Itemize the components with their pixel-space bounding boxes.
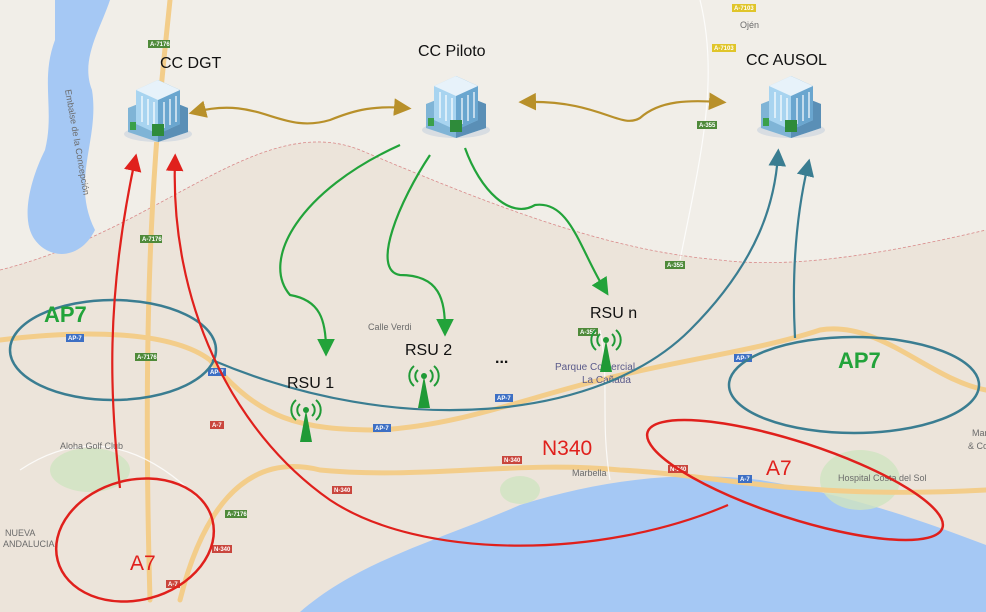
- rsu-2: RSU 2: [405, 342, 452, 409]
- svg-text:ANDALUCIA: ANDALUCIA: [3, 539, 55, 549]
- reservoir: [27, 0, 110, 254]
- svg-text:Ojén: Ojén: [740, 20, 759, 30]
- svg-text:Marbella: Marbella: [572, 468, 607, 478]
- link-ap7-left-ausol: [211, 148, 787, 412]
- cc-piloto-label: CC Piloto: [418, 43, 486, 60]
- svg-text:Parque Comercial: Parque Comercial: [555, 362, 635, 373]
- n340-label: N340: [542, 437, 592, 460]
- rsu-1-label: RSU 1: [287, 375, 334, 392]
- svg-text:AP-7: AP-7: [68, 336, 82, 342]
- link-a7-left-dgt: [111, 153, 142, 489]
- rsu-n-label: RSU n: [590, 305, 637, 322]
- svg-text:AP-7: AP-7: [375, 426, 389, 432]
- link-ap7-right-ausol: [792, 158, 815, 339]
- ap7-left-label: AP7: [44, 302, 87, 327]
- svg-text:& Cou: & Cou: [968, 441, 986, 451]
- cc-dgt-label: CC DGT: [160, 55, 222, 72]
- cc-piloto: CC Piloto: [418, 43, 491, 139]
- svg-text:N-340: N-340: [334, 488, 351, 494]
- svg-text:N-340: N-340: [214, 547, 231, 553]
- svg-text:Mar: Mar: [972, 428, 986, 438]
- road-badges: AP-7 AP-7 AP-7 AP-7 AP-7 A-7 A-7 A-7 N-3…: [66, 4, 756, 588]
- svg-text:A-355: A-355: [667, 263, 684, 269]
- rsu-ellipsis: ...: [495, 350, 508, 367]
- svg-text:N-340: N-340: [504, 458, 521, 464]
- svg-text:La Cañada: La Cañada: [582, 375, 631, 386]
- svg-text:A-7103: A-7103: [734, 6, 754, 12]
- svg-text:A-7176: A-7176: [150, 42, 170, 48]
- svg-text:A-7: A-7: [212, 423, 222, 429]
- rsu-n: RSU n: [590, 305, 637, 373]
- svg-text:Calle Verdi: Calle Verdi: [368, 322, 412, 332]
- a7-right-label: A7: [766, 457, 792, 480]
- cc-dgt: CC DGT: [123, 55, 222, 143]
- map-mountains: [0, 0, 986, 270]
- svg-text:A-7103: A-7103: [714, 46, 734, 52]
- link-a7-right-dgt: [165, 153, 729, 547]
- svg-text:Aloha Golf Club: Aloha Golf Club: [60, 441, 123, 451]
- zone-a7-right: [645, 418, 945, 542]
- a7-left-label: A7: [130, 552, 156, 575]
- svg-text:A-7: A-7: [168, 582, 178, 588]
- link-dgt-piloto: [188, 98, 412, 125]
- link-piloto-rsu1: [279, 143, 401, 357]
- svg-text:NUEVA: NUEVA: [5, 528, 35, 538]
- svg-text:A-7: A-7: [740, 477, 750, 483]
- svg-text:A-7176: A-7176: [142, 237, 162, 243]
- svg-text:A-355: A-355: [580, 330, 597, 336]
- rsu-2-label: RSU 2: [405, 342, 452, 359]
- svg-text:AP-7: AP-7: [210, 370, 224, 376]
- link-piloto-ausol: [518, 92, 727, 122]
- sea: [300, 476, 986, 612]
- ap7-right-label: AP7: [838, 348, 881, 373]
- cc-ausol-label: CC AUSOL: [746, 52, 827, 69]
- svg-text:A-7176: A-7176: [227, 512, 247, 518]
- svg-text:A-355: A-355: [699, 123, 716, 129]
- rsu-1: RSU 1: [287, 375, 334, 443]
- cc-ausol: CC AUSOL: [746, 52, 827, 139]
- svg-text:A-7176: A-7176: [137, 355, 157, 361]
- zone-ap7-right: [727, 335, 981, 435]
- link-piloto-rsun: [463, 147, 609, 296]
- link-piloto-rsu2: [386, 154, 454, 337]
- svg-text:AP-7: AP-7: [497, 396, 511, 402]
- svg-text:AP-7: AP-7: [736, 356, 750, 362]
- svg-text:Hospital Costa del Sol: Hospital Costa del Sol: [838, 473, 927, 483]
